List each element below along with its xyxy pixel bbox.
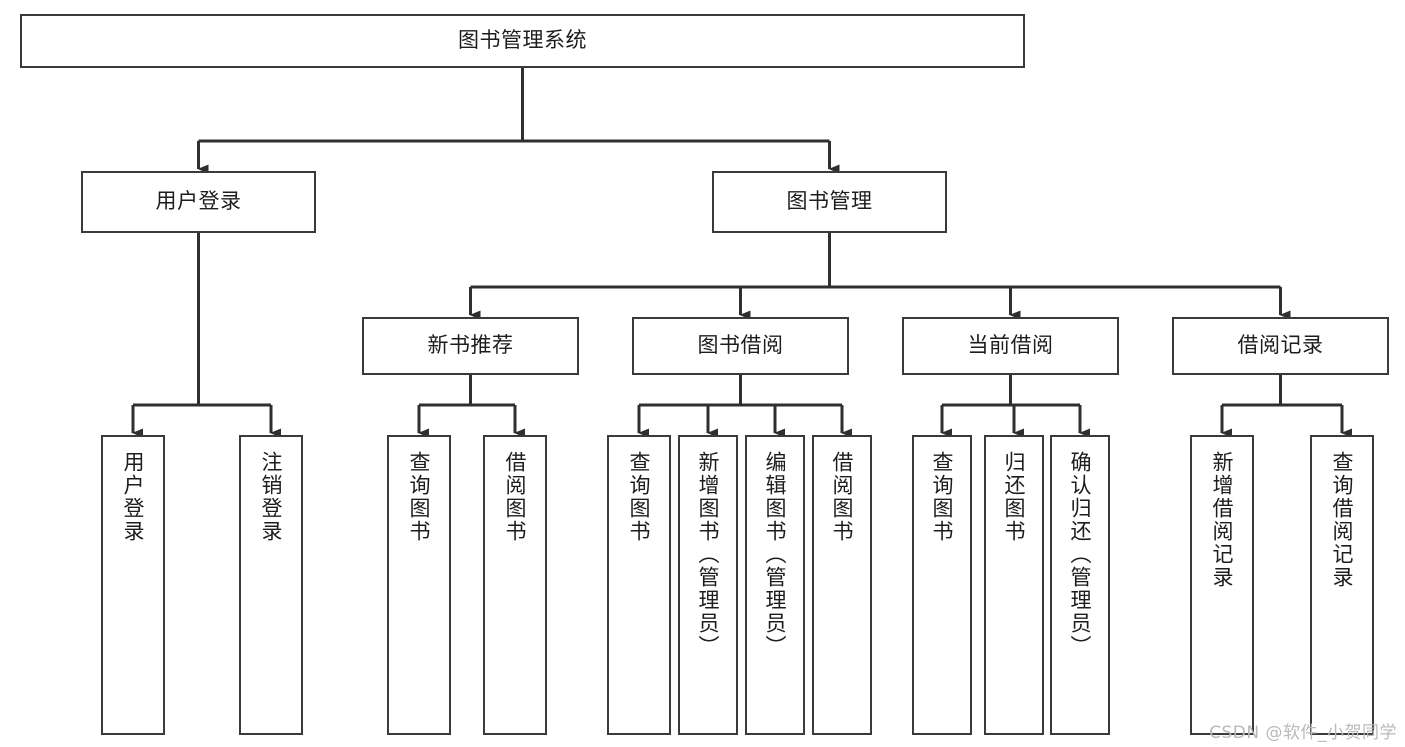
node-leaf-add-record[interactable]: 新增借阅记录 [1190,435,1254,735]
node-leaf-query-book-1[interactable]: 查询图书 [387,435,451,735]
node-label: 查询图书 [930,451,955,543]
node-book-manage[interactable]: 图书管理 [712,171,947,233]
node-label: 用户登录 [155,189,242,214]
node-leaf-return-book[interactable]: 归还图书 [984,435,1044,735]
node-leaf-add-book[interactable]: 新增图书（管理员） [678,435,738,735]
node-label: 用户登录 [121,451,146,543]
node-label: 当前借阅 [967,333,1054,358]
node-leaf-confirm-return[interactable]: 确认归还（管理员） [1050,435,1110,735]
node-leaf-borrow-book-2[interactable]: 借阅图书 [812,435,872,735]
node-leaf-logout[interactable]: 注销登录 [239,435,303,735]
node-label: 新书推荐 [427,333,514,358]
node-label: 借阅记录 [1237,333,1324,358]
node-label: 借阅图书 [830,451,855,543]
node-current-borrow[interactable]: 当前借阅 [902,317,1119,375]
csdn-watermark: CSDN @软件_小贺同学 [1209,723,1397,743]
node-leaf-borrow-book-1[interactable]: 借阅图书 [483,435,547,735]
node-new-book-rec[interactable]: 新书推荐 [362,317,579,375]
node-label: 查询图书 [407,451,432,543]
node-leaf-query-book-2[interactable]: 查询图书 [607,435,671,735]
node-leaf-user-login[interactable]: 用户登录 [101,435,165,735]
node-label: 查询图书 [627,451,652,543]
node-label: 编辑图书（管理员） [763,451,788,658]
node-leaf-edit-book[interactable]: 编辑图书（管理员） [745,435,805,735]
node-label: 图书管理系统 [458,28,587,53]
node-leaf-query-record[interactable]: 查询借阅记录 [1310,435,1374,735]
node-leaf-query-book-3[interactable]: 查询图书 [912,435,972,735]
node-label: 图书借阅 [697,333,784,358]
node-user-login[interactable]: 用户登录 [81,171,316,233]
node-label: 注销登录 [259,451,284,543]
node-root[interactable]: 图书管理系统 [20,14,1025,68]
node-borrow-record[interactable]: 借阅记录 [1172,317,1389,375]
node-label: 新增借阅记录 [1210,451,1235,589]
node-book-borrow[interactable]: 图书借阅 [632,317,849,375]
node-label: 查询借阅记录 [1330,451,1355,589]
node-label: 图书管理 [786,189,873,214]
node-label: 确认归还（管理员） [1068,451,1093,658]
node-label: 归还图书 [1002,451,1027,543]
node-label: 新增图书（管理员） [696,451,721,658]
node-label: 借阅图书 [503,451,528,543]
